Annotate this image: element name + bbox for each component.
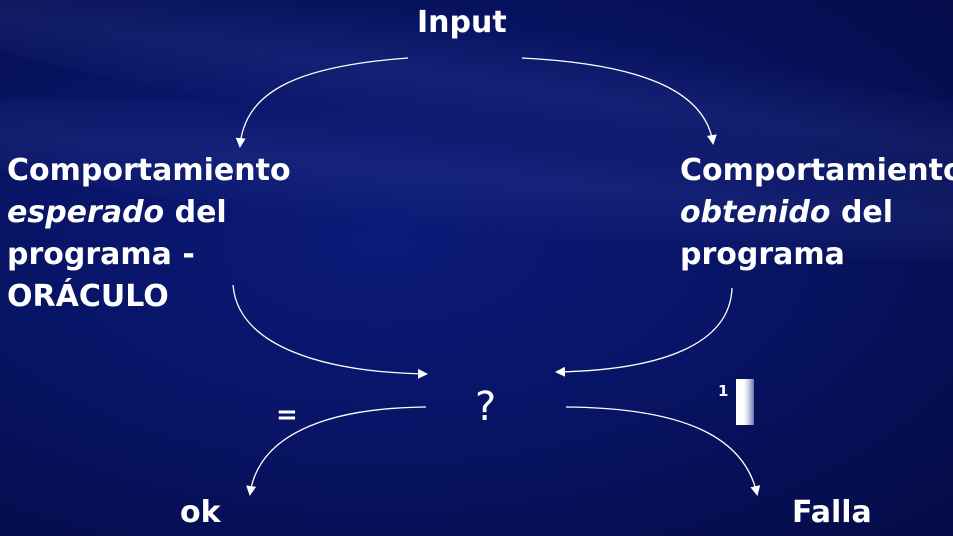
arrow-input-to-expected [235,57,409,148]
node-obtained-line2: obtenido del [680,192,953,234]
edge-label-not-equal-superscript: 1 [718,382,729,400]
edge-label-equal: = [276,400,298,430]
node-expected-line2-rest: del [164,195,227,230]
arrow-expected-to-compare [232,284,428,379]
node-expected-line4: ORÁCULO [7,279,169,314]
node-obtained-line2-rest: del [830,195,894,230]
node-expected-behavior: Comportamiento esperado del programa - O… [7,150,291,318]
node-obtained-behavior: Comportamiento obtenido del programa [680,150,953,276]
node-obtained-line1: Comportamiento [680,153,953,188]
arrow-input-to-obtained [521,57,717,145]
node-obtained-line3: programa [680,237,845,272]
node-compare: ? [475,384,497,430]
node-expected-line2: esperado del [7,192,291,234]
node-ok: ok [180,495,221,530]
arrow-obtained-to-compare [555,287,733,377]
node-input: Input [417,5,507,40]
node-expected-line1: Comportamiento [7,153,291,188]
node-expected-line3: programa - [7,237,195,272]
node-obtained-italic: obtenido [680,195,831,230]
node-expected-italic: esperado [7,195,165,230]
arrow-compare-to-fail [565,406,761,496]
node-fail: Falla [792,495,872,530]
arrow-compare-to-ok [246,406,427,496]
not-equal-glyph-bar [736,379,754,425]
